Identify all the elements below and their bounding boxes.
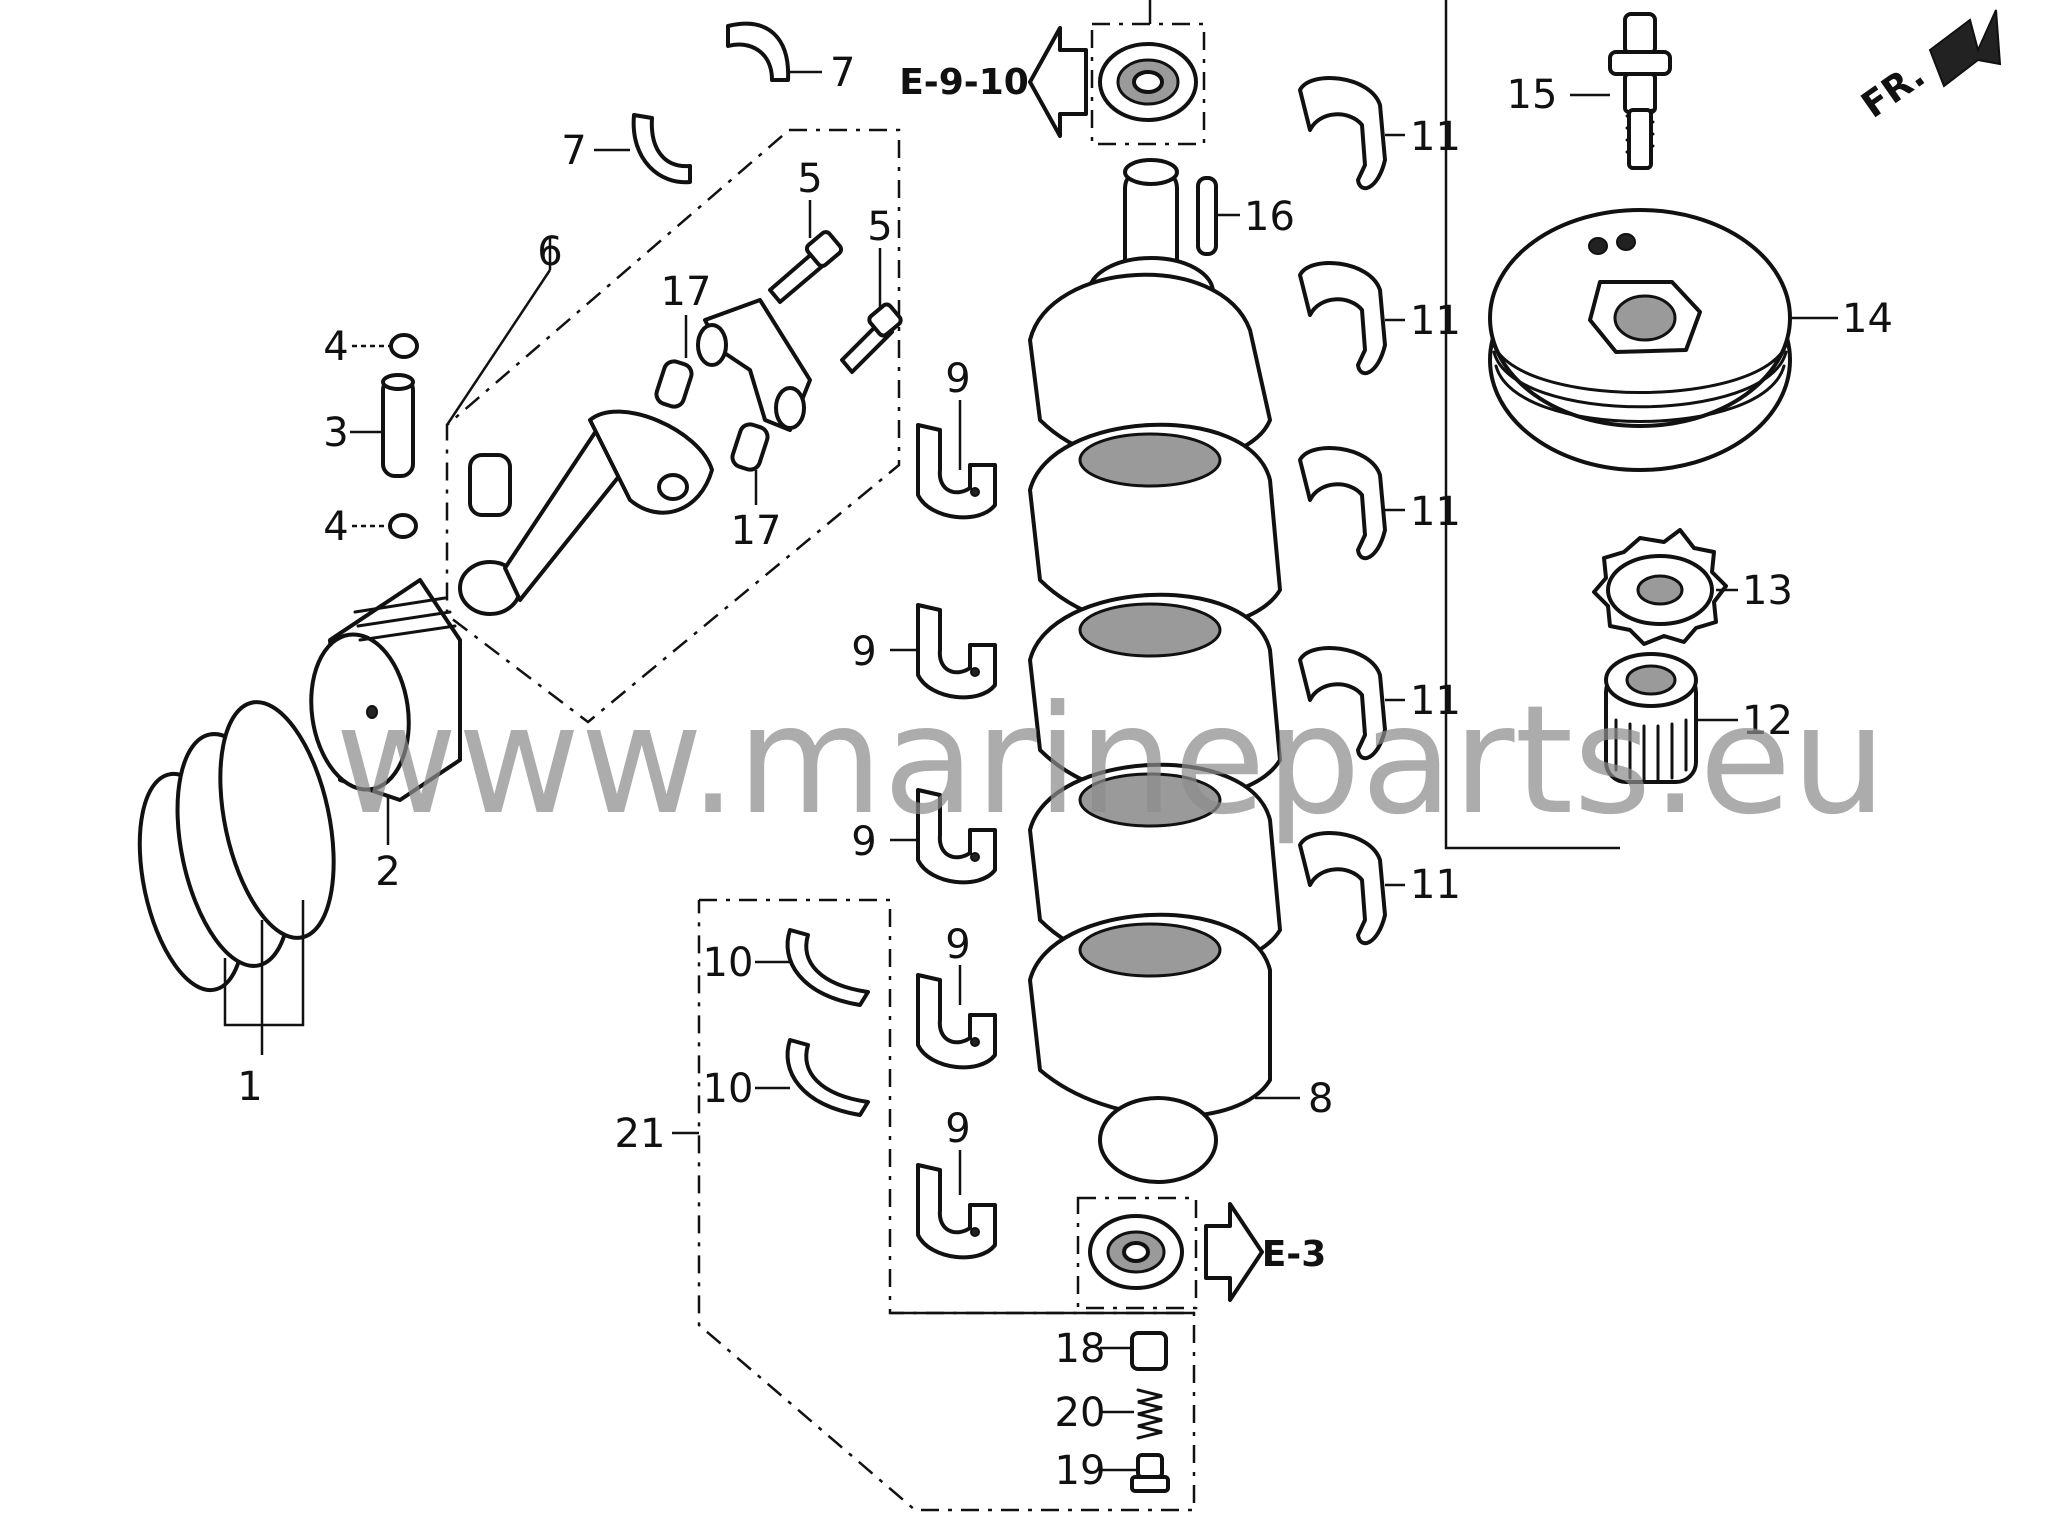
- callout-4-lower: 4: [323, 504, 348, 550]
- main-bearing-5[interactable]: [916, 1150, 997, 1260]
- check-valve-spring[interactable]: [1100, 1388, 1163, 1440]
- woodruff-key[interactable]: [1196, 176, 1240, 256]
- callout-7-upper: 7: [830, 50, 855, 96]
- callout-12: 12: [1742, 698, 1793, 744]
- callout-18: 18: [1055, 1326, 1106, 1372]
- upper-main-bearing-2[interactable]: [1298, 261, 1405, 376]
- upper-main-bearing-4[interactable]: [1298, 646, 1405, 761]
- callout-9-d: 9: [945, 922, 970, 968]
- reference-upper-seal[interactable]: E-9-10: [899, 62, 1029, 103]
- callout-15: 15: [1507, 72, 1558, 118]
- callout-16: 16: [1244, 194, 1295, 240]
- watermark-text: www.marineparts.eu: [335, 674, 1887, 848]
- rod-bolt-upper[interactable]: [768, 200, 844, 304]
- piston[interactable]: [302, 578, 462, 845]
- callout-6: 6: [537, 229, 562, 275]
- main-bearing-4[interactable]: [916, 965, 997, 1070]
- callout-11-e: 11: [1410, 862, 1461, 908]
- callout-4-upper: 4: [323, 324, 348, 370]
- dowel-pin-upper[interactable]: [654, 315, 694, 409]
- main-bearing-1[interactable]: [916, 400, 997, 520]
- main-bearing-3[interactable]: [890, 788, 997, 885]
- callout-3: 3: [323, 410, 348, 456]
- rod-bearing-upper[interactable]: [726, 21, 822, 82]
- callout-14: 14: [1842, 296, 1893, 342]
- pulley-bolt[interactable]: [1570, 12, 1672, 170]
- front-label: FR.: [1854, 55, 1932, 127]
- callout-8: 8: [1308, 1076, 1333, 1122]
- callout-17-lower: 17: [731, 508, 782, 554]
- callout-10-upper: 10: [703, 940, 754, 986]
- callout-labels: 1 2 3 4 4 5 5 6 7 7 8 9 9 9 9 9 10 10 11…: [237, 50, 1893, 1494]
- upper-main-bearing-3[interactable]: [1298, 446, 1405, 561]
- connecting-rod[interactable]: [445, 238, 714, 616]
- callout-5-upper: 5: [797, 156, 822, 202]
- upper-main-bearing-1[interactable]: [1298, 76, 1405, 191]
- pin-clip-upper[interactable]: [352, 333, 419, 359]
- upper-main-bearing-5[interactable]: [1298, 831, 1405, 946]
- upper-oil-seal[interactable]: [1028, 0, 1206, 146]
- piston-pin[interactable]: [350, 373, 415, 478]
- lower-oil-seal[interactable]: [1076, 1196, 1264, 1310]
- callout-20: 20: [1055, 1390, 1106, 1436]
- crankshaft-pulley[interactable]: [1488, 208, 1838, 472]
- crankshaft-gear[interactable]: [1604, 652, 1738, 784]
- callout-2: 2: [375, 849, 400, 895]
- callout-9-c: 9: [851, 819, 876, 865]
- thrust-washer-upper[interactable]: [755, 928, 870, 1007]
- callout-21: 21: [615, 1111, 666, 1157]
- main-bearing-2[interactable]: [890, 603, 997, 700]
- dowel-pin-lower[interactable]: [730, 422, 770, 505]
- rod-cap[interactable]: [696, 298, 812, 432]
- callout-11-d: 11: [1410, 678, 1461, 724]
- thrust-washer-lower[interactable]: [755, 1038, 870, 1117]
- pin-clip-lower[interactable]: [352, 513, 418, 539]
- check-valve-bolt[interactable]: [1102, 1453, 1170, 1493]
- callout-9-b: 9: [851, 629, 876, 675]
- callout-5-lower: 5: [867, 204, 892, 250]
- rod-bolt-lower[interactable]: [840, 248, 903, 374]
- callout-1: 1: [237, 1064, 262, 1110]
- reference-lower-seal[interactable]: E-3: [1262, 1234, 1327, 1275]
- front-arrow-icon: [1928, 9, 2002, 88]
- check-valve-cap[interactable]: [1100, 1331, 1168, 1371]
- callout-10-lower: 10: [703, 1066, 754, 1112]
- callout-7-lower: 7: [561, 128, 586, 174]
- timing-sprocket[interactable]: [1592, 528, 1738, 646]
- callout-19: 19: [1055, 1448, 1106, 1494]
- callout-13: 13: [1742, 568, 1793, 614]
- crankshaft[interactable]: [1028, 158, 1300, 1184]
- piston-rings[interactable]: [122, 692, 353, 1055]
- callout-11-a: 11: [1410, 114, 1461, 160]
- callout-11-c: 11: [1410, 489, 1461, 535]
- rod-bearing-lower[interactable]: [594, 113, 692, 185]
- callout-11-b: 11: [1410, 298, 1461, 344]
- callout-9-a: 9: [945, 356, 970, 402]
- callout-9-e: 9: [945, 1106, 970, 1152]
- callout-17-upper: 17: [661, 269, 712, 315]
